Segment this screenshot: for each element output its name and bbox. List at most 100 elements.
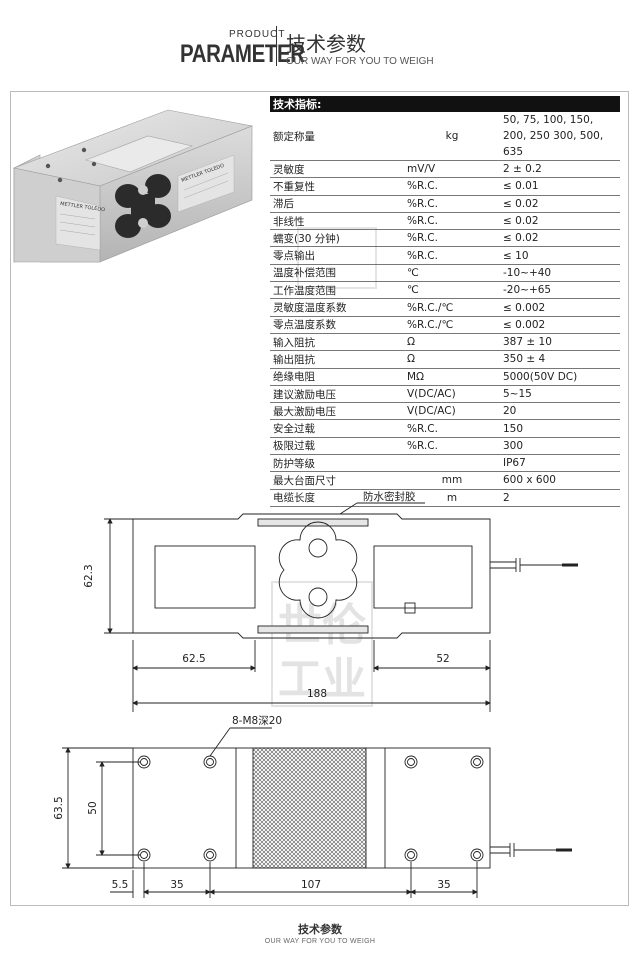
spec-unit: %R.C. [404,437,500,456]
header-title-cn: 技术参数 [286,32,366,56]
table-row: 灵敏度温度系数 %R.C./℃ ≤ 0.002 [270,298,620,317]
spec-unit: %R.C. [404,177,500,196]
spec-name: 绝缘电阻 [270,368,404,386]
table-row: 输入阻抗 Ω 387 ± 10 [270,333,620,352]
spec-unit: m [404,489,500,507]
watermark-line2: 工业 [278,654,366,705]
spec-unit: kg [404,112,500,161]
spec-unit: Ω [404,350,500,369]
spec-unit: MΩ [404,368,500,386]
table-row: 极限过载 %R.C. 300 [270,437,620,456]
table-row: 安全过载 %R.C. 150 [270,419,620,438]
spec-unit: V(DC/AC) [404,385,500,404]
spec-name: 非线性 [270,212,404,231]
spec-unit [404,454,500,473]
spec-name: 温度补偿范围 [270,264,404,283]
spec-name: 灵敏度温度系数 [270,298,404,317]
spec-name: 最大激励电压 [270,402,404,421]
table-row: 工作温度范围 ℃ -20~+65 [270,281,620,300]
spec-name: 不重复性 [270,177,404,196]
spec-value: 350 ± 4 [500,350,620,369]
spec-unit: mm [404,471,500,490]
spec-name: 输入阻抗 [270,333,404,352]
watermark: 世伦 工业 [271,581,373,707]
footer-subtitle-en: OUR WAY FOR YOU TO WEIGH [264,938,376,945]
spec-unit: %R.C. [404,419,500,438]
dim-length: 188 [307,688,327,700]
spec-value: 20 [500,402,620,421]
spec-unit: %R.C. [404,195,500,213]
header-divider [276,26,277,66]
spec-name: 额定称量 [270,112,404,161]
spec-value: 300 [500,437,620,456]
spec-table: 技术指标: 额定称量 kg 50, 75, 100, 150, 200, 250… [270,96,620,507]
table-row: 零点温度系数 %R.C./℃ ≤ 0.002 [270,316,620,334]
dim-edge: 5.5 [112,879,129,891]
spec-name: 最大台面尺寸 [270,471,404,490]
spec-name: 蠕变(30 分钟) [270,229,404,248]
footer-title-cn: 技术参数 [298,923,342,936]
header-parameter-label: PARAMETER [180,40,305,68]
table-row: 电缆长度 m 2 [270,489,620,507]
spec-name: 建议激励电压 [270,385,404,404]
dim-inner-width: 50 [87,801,99,814]
table-row: 温度补偿范围 ℃ -10~+40 [270,264,620,283]
dim-height: 62.3 [83,564,95,587]
spec-value: 387 ± 10 [500,333,620,352]
spec-name: 工作温度范围 [270,281,404,300]
header-subtitle-en: OUR WAY FOR YOU TO WEIGH [286,56,434,67]
table-row: 非线性 %R.C. ≤ 0.02 [270,212,620,231]
header-product-label: PRODUCT [229,29,286,40]
spec-value: -10~+40 [500,264,620,283]
spec-unit: %R.C./℃ [404,298,500,317]
table-row: 建议激励电压 V(DC/AC) 5~15 [270,385,620,404]
hole-note: 8-M8深20 [232,715,282,727]
dim-hole-left: 35 [170,879,183,891]
dim-hole-right: 35 [437,879,450,891]
spec-name: 输出阻抗 [270,350,404,369]
spec-value: -20~+65 [500,281,620,300]
spec-unit: V(DC/AC) [404,402,500,421]
spec-name: 零点温度系数 [270,316,404,334]
spec-value: 150 [500,419,620,438]
spec-unit: mV/V [404,160,500,179]
page-header: PRODUCT PARAMETER 技术参数 OUR WAY FOR YOU T… [0,0,640,80]
table-row: 防护等级 IP67 [270,454,620,473]
table-row: 不重复性 %R.C. ≤ 0.01 [270,177,620,196]
spec-name: 滞后 [270,195,404,213]
spec-value: ≤ 10 [500,246,620,265]
spec-value: 600 x 600 [500,471,620,490]
spec-unit: ℃ [404,264,500,283]
dim-right-pocket: 52 [436,653,449,665]
spec-value: ≤ 0.02 [500,229,620,248]
spec-unit: %R.C. [404,246,500,265]
spec-name: 灵敏度 [270,160,404,179]
dim-left-pocket: 62.5 [182,653,205,665]
spec-table-title: 技术指标: [270,96,620,112]
seal-note: 防水密封胶 [363,490,416,503]
spec-name: 零点输出 [270,246,404,265]
spec-value: 50, 75, 100, 150, 200, 250 300, 500, 635 [500,112,620,161]
table-row: 蠕变(30 分钟) %R.C. ≤ 0.02 [270,229,620,248]
table-row: 额定称量 kg 50, 75, 100, 150, 200, 250 300, … [270,112,620,161]
spec-value: 2 ± 0.2 [500,160,620,179]
spec-name: 防护等级 [270,454,404,473]
spec-unit: %R.C. [404,229,500,248]
spec-name: 极限过载 [270,437,404,456]
spec-unit: %R.C. [404,212,500,231]
spec-name: 电缆长度 [270,489,404,507]
dim-outer-width: 63.5 [53,796,65,819]
spec-value: 5000(50V DC) [500,368,620,386]
table-row: 输出阻抗 Ω 350 ± 4 [270,350,620,369]
spec-unit: ℃ [404,281,500,300]
table-row: 灵敏度 mV/V 2 ± 0.2 [270,160,620,179]
spec-value: ≤ 0.01 [500,177,620,196]
table-row: 最大台面尺寸 mm 600 x 600 [270,471,620,490]
load-cell-photo-icon: METTLER TOLEDO METTLER TOLEDO [12,109,254,263]
spec-unit: %R.C./℃ [404,316,500,334]
spec-value: 5~15 [500,385,620,404]
content-frame [10,91,629,906]
spec-unit: Ω [404,333,500,352]
spec-name: 安全过载 [270,419,404,438]
